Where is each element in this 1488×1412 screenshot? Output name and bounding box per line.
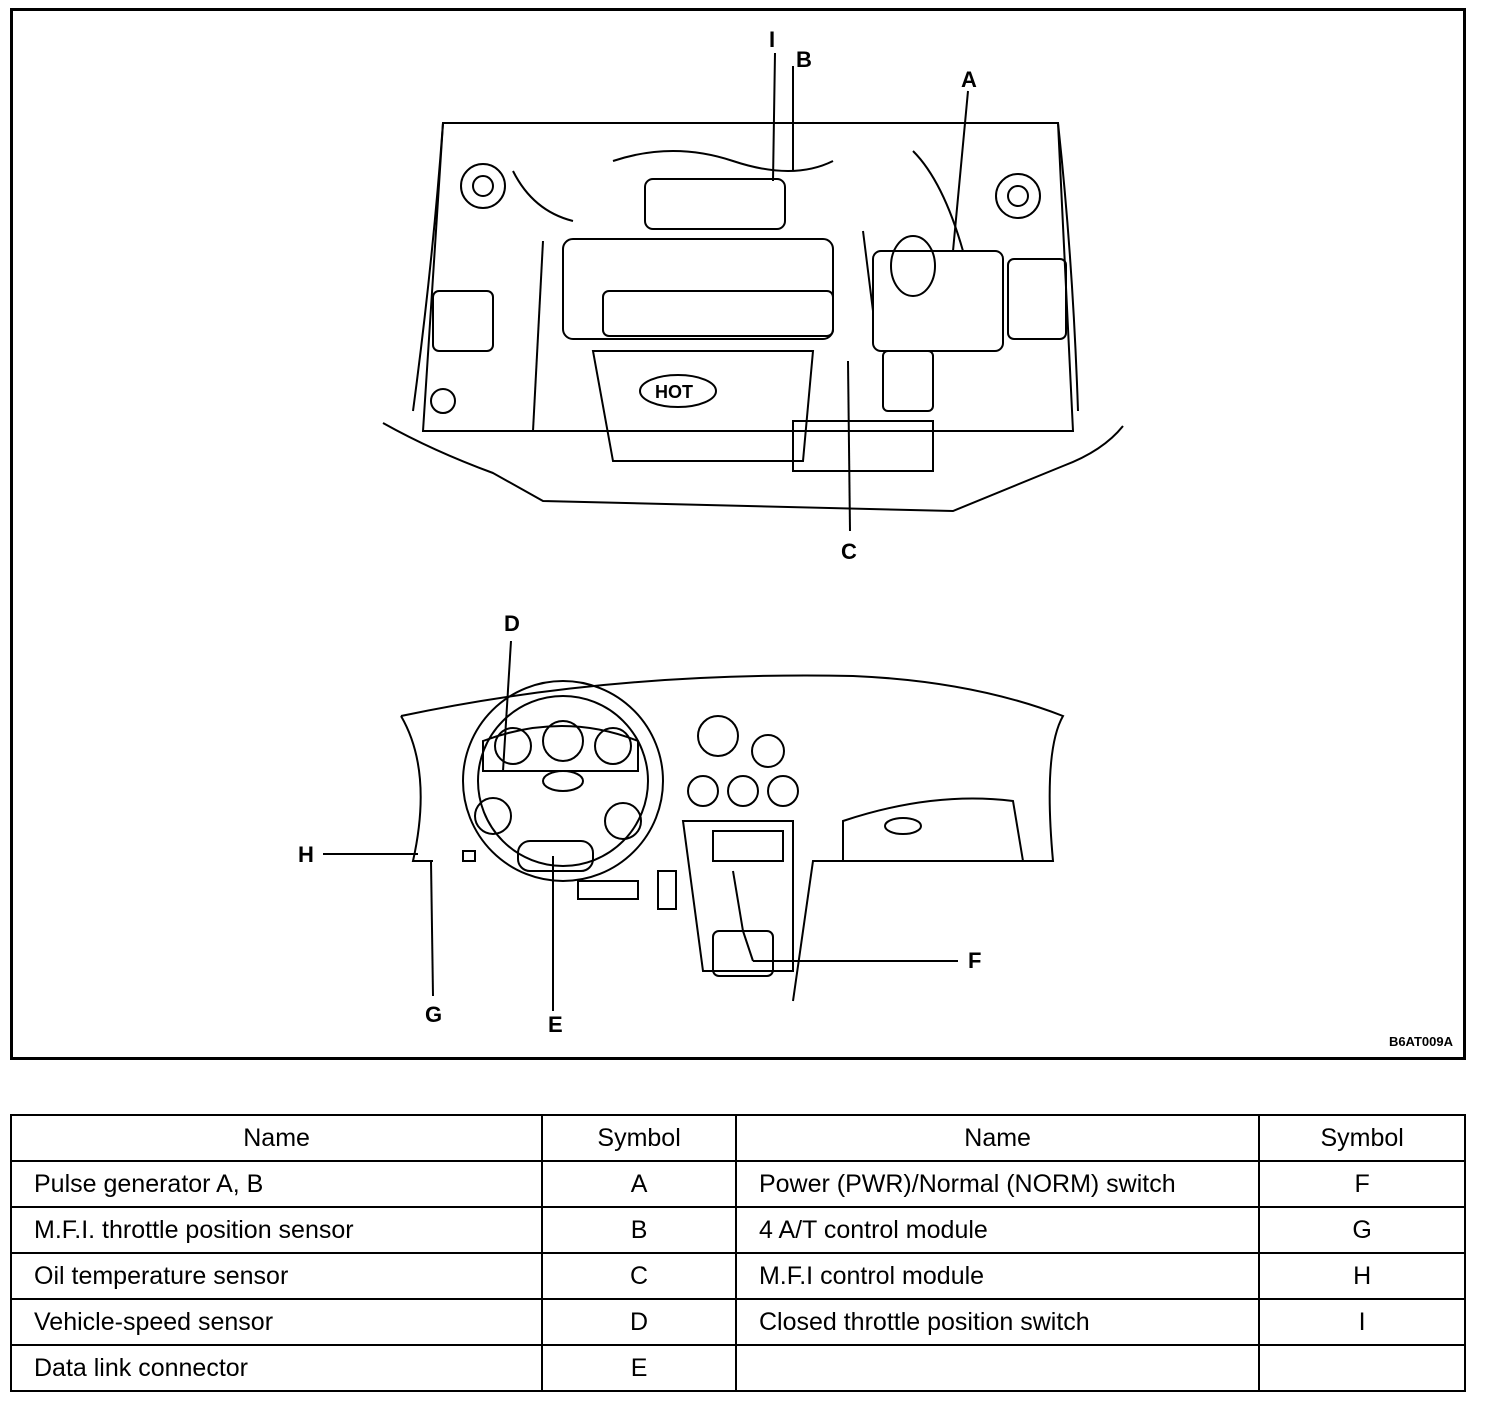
cell-symbol: I [1258,1298,1466,1346]
diagram-drawing [323,52,1124,1011]
diagram-figure: I B A C D H G E F HOT B6AT009A [10,8,1466,1060]
callout-i: I [769,27,776,52]
cell-symbol: E [541,1344,737,1392]
cell-symbol: B [541,1206,737,1254]
dashboard-illustration [400,674,1065,1002]
legend-table: Name Symbol Name Symbol Pulse generator … [9,1114,1466,1392]
cell-name: Data link connector [9,1344,544,1392]
cell-symbol: H [1258,1252,1466,1300]
cell-name: Closed throttle position switch [734,1298,1261,1346]
cell-name: M.F.I control module [734,1252,1261,1300]
engine-bay-illustration [382,122,1124,513]
cell-name: 4 A/T control module [734,1206,1261,1254]
callout-a: A [961,67,977,92]
cell-symbol: F [1258,1160,1466,1208]
table-row: Pulse generator A, B A Power (PWR)/Norma… [9,1160,1466,1208]
table-row: Data link connector E [9,1344,1466,1392]
header-symbol-2: Symbol [1258,1114,1466,1162]
figure-code: B6AT009A [1388,1034,1453,1049]
cell-symbol [1258,1344,1466,1392]
header-name-1: Name [9,1114,544,1162]
callout-d: D [504,611,520,636]
cell-symbol: D [541,1298,737,1346]
callout-b: B [796,47,812,72]
engine-hot-label: HOT [655,382,693,402]
cell-symbol: G [1258,1206,1466,1254]
header-symbol-1: Symbol [541,1114,737,1162]
cell-name: Oil temperature sensor [9,1252,544,1300]
table-row: M.F.I. throttle position sensor B 4 A/T … [9,1206,1466,1254]
cell-symbol: A [541,1160,737,1208]
table-row: Vehicle-speed sensor D Closed throttle p… [9,1298,1466,1346]
cell-name: M.F.I. throttle position sensor [9,1206,544,1254]
callout-f: F [968,948,982,973]
cell-name [734,1344,1261,1392]
callout-c: C [841,539,857,564]
cell-name: Pulse generator A, B [9,1160,544,1208]
callout-g: G [425,1002,443,1027]
header-name-2: Name [734,1114,1261,1162]
callout-e: E [548,1012,563,1037]
leader-lines [323,52,969,1011]
table-row: Oil temperature sensor C M.F.I control m… [9,1252,1466,1300]
cell-name: Vehicle-speed sensor [9,1298,544,1346]
cell-name: Power (PWR)/Normal (NORM) switch [734,1160,1261,1208]
cell-symbol: C [541,1252,737,1300]
callout-h: H [298,842,314,867]
table-header-row: Name Symbol Name Symbol [9,1114,1466,1162]
